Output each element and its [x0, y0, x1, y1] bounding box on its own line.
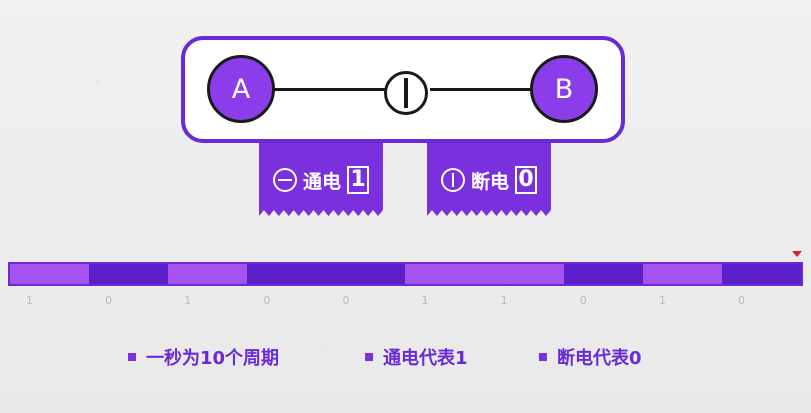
bit-label: 0	[737, 294, 745, 307]
bit-label: 1	[500, 294, 508, 307]
tag-on-digit: 1	[347, 166, 369, 194]
bit-segment	[247, 264, 327, 284]
tag-on-label: 通电	[302, 170, 341, 193]
legend-item-cycles: 一秒为10个周期	[128, 344, 279, 370]
bit-label: 0	[342, 294, 350, 307]
node-a: A	[207, 55, 275, 123]
bit-label: 1	[184, 294, 192, 307]
bit-label: 0	[263, 294, 271, 307]
node-b-label: B	[554, 73, 574, 105]
bit-segment	[89, 264, 169, 284]
switch-icon	[384, 71, 428, 115]
switch-closed-icon	[272, 168, 297, 192]
bit-segment	[10, 264, 90, 284]
playhead-marker-icon	[792, 251, 802, 257]
legend-text-on: 通电代表1	[383, 348, 468, 369]
legend-item-off: 断电代表0	[539, 344, 642, 370]
bit-segment	[168, 264, 248, 284]
bit-segment	[484, 264, 564, 284]
bit-segment	[326, 264, 406, 284]
bullet-icon	[365, 353, 373, 361]
bit-timeline	[8, 262, 803, 286]
node-a-label: A	[231, 73, 251, 105]
legend-item-on: 通电代表1	[365, 344, 468, 370]
wire-left	[274, 88, 386, 91]
legend-text-off: 断电代表0	[557, 348, 642, 369]
tag-power-off: 断电 0	[427, 143, 551, 216]
legend-text-cycles: 一秒为10个周期	[146, 348, 280, 369]
tag-off-label: 断电	[470, 170, 509, 193]
bit-label: 1	[658, 294, 666, 307]
bit-segment	[642, 264, 722, 284]
bit-label: 1	[421, 294, 429, 307]
circuit-diagram: A B	[181, 36, 625, 143]
wire-right	[430, 88, 531, 91]
bit-label: 0	[579, 294, 587, 307]
node-b: B	[530, 55, 598, 123]
bit-segment	[405, 264, 485, 284]
bit-label: 0	[105, 294, 113, 307]
bit-segment	[563, 264, 643, 284]
tag-off-digit: 0	[515, 166, 537, 194]
bit-label: 1	[26, 294, 34, 307]
tag-power-on: 通电 1	[259, 143, 383, 216]
bit-segment	[721, 264, 801, 284]
bit-labels: 1 0 1 0 0 1 1 0 1 0	[0, 294, 811, 310]
switch-open-icon	[440, 168, 465, 192]
bullet-icon	[539, 353, 547, 361]
bullet-icon	[128, 353, 136, 361]
